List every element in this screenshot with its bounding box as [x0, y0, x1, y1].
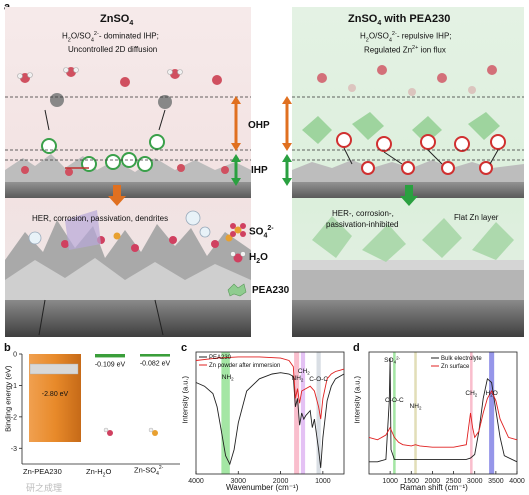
- d-x-tick-label: 1000: [382, 478, 398, 485]
- b-cat-label-3: Zn-SO42-: [134, 465, 164, 477]
- b-y-tick-label: 0: [13, 352, 17, 359]
- right-molecules: [302, 65, 506, 175]
- ftir-chart: 4000 3000 2000 1000 PEA230 Zn powder after im…: [188, 351, 345, 485]
- d-series-line: [368, 389, 518, 448]
- raman-chart: 1000 1500 2000 2500 3000 3500 4000 Bulk electro…: [368, 351, 525, 485]
- b-cat-label-1: Zn-PEA230: [23, 467, 62, 476]
- c-frame: [195, 351, 345, 475]
- panel-d-label: d: [353, 342, 360, 354]
- c-band: [221, 352, 230, 474]
- d-x-tick-label: 3500: [488, 478, 504, 485]
- c-band: [294, 352, 300, 474]
- b-y-tick-label: -1: [11, 383, 17, 390]
- d-peak-label: C-O-C: [385, 397, 404, 404]
- left-zn-slab-top: [5, 180, 251, 198]
- left-desc-line2: Uncontrolled 2D diffusion: [68, 45, 158, 54]
- d-band: [414, 352, 417, 474]
- c-legend-label: PEA230: [209, 355, 232, 361]
- panel-b-label: b: [4, 342, 11, 354]
- layer-guides: [5, 96, 524, 206]
- d-peak-label: SO42-: [384, 356, 400, 365]
- b-bar: [95, 354, 125, 358]
- ihp-label: IHP: [251, 165, 268, 176]
- c-x-tick-label: 2000: [273, 478, 289, 485]
- legend-pea-icon: [227, 283, 247, 297]
- d-band: [470, 352, 473, 474]
- d-x-tick-label: 1500: [403, 478, 419, 485]
- right-caption-left-2: passivation-inhibited: [326, 220, 399, 229]
- right-caption-left-1: HER-, corrosion-,: [332, 209, 394, 218]
- d-x-tick-label: 4000: [509, 478, 525, 485]
- c-series-line: [195, 372, 345, 468]
- d-x-tick-label: 3000: [467, 478, 483, 485]
- d-x-tick-label: 2500: [446, 478, 462, 485]
- d-peak-label-post: O: [493, 390, 498, 397]
- d-xlabel: Raman shift (cm⁻¹): [400, 483, 468, 492]
- b-value-label: -0.109 eV: [95, 361, 126, 368]
- binding-energy-chart: 0 -1 -2 -3 -2.80 eV -0.109 eV -0.082 eV: [11, 352, 180, 465]
- b-value-label: -2.80 eV: [42, 391, 69, 398]
- d-peak-label-sup: 2-: [396, 356, 401, 361]
- c-peak-label-sub: 2: [301, 378, 304, 383]
- c-x-tick-label: 3000: [230, 478, 246, 485]
- d-peak-label-sub: 2: [490, 393, 493, 398]
- d-band: [489, 352, 495, 474]
- c-series-line: [195, 356, 345, 420]
- right-caption-right: Flat Zn layer: [454, 213, 499, 222]
- b-molecule-icon: [103, 427, 109, 433]
- d-frame: [368, 351, 518, 475]
- c-legend-label: Zn powder after immersion: [209, 363, 280, 369]
- d-band: [393, 352, 396, 474]
- d-legend-label: Bulk electrolyte: [441, 356, 482, 362]
- d-peak-label: H2O: [485, 390, 497, 398]
- right-desc-line2: Regulated Zn2+ ion flux: [364, 45, 446, 55]
- left-desc-line1: H2O/SO42-- dominated IHP;: [62, 31, 159, 44]
- b-molecule-icon: [152, 430, 158, 436]
- right-title: ZnSO4 with PEA230: [348, 13, 451, 28]
- c-xlabel: Wavenumber (cm⁻¹): [226, 483, 299, 492]
- c-peak-label-sub: 2: [231, 377, 234, 382]
- legend-so4-icon: [230, 223, 246, 237]
- ohp-label: OHP: [248, 120, 270, 131]
- c-peak-label: NH2: [222, 374, 234, 382]
- b-molecule-icon: [148, 427, 154, 433]
- d-peak-label-sub: 2: [419, 406, 422, 411]
- left-molecules: [17, 67, 229, 176]
- legend-so4-label: SO42-: [249, 225, 274, 240]
- watermark: 研之成理: [26, 483, 63, 493]
- legend-h2o-icon: [230, 251, 246, 263]
- b-y-tick-label: -2: [11, 414, 17, 421]
- right-desc-line1: H2O/SO42-- repulsive IHP;: [360, 31, 452, 44]
- c-peak-label: NH2: [292, 375, 304, 383]
- left-zn-slab-bottom: [5, 300, 251, 337]
- d-legend-label: Zn surface: [441, 364, 470, 370]
- panel-c-label: c: [181, 342, 188, 354]
- right-flat-deposit: [292, 160, 524, 300]
- legend-h2o-label: H2O: [249, 252, 268, 266]
- left-title: ZnSO4: [100, 13, 134, 28]
- b-slab-icon: [29, 363, 79, 375]
- d-peak-label-sub: 2: [475, 393, 478, 398]
- b-molecule-icon: [107, 430, 113, 436]
- d-peak-label-sub: 4: [394, 360, 397, 365]
- b-value-label: -0.082 eV: [140, 361, 171, 368]
- d-series-line: [369, 358, 518, 463]
- b-bar: [140, 354, 170, 357]
- c-x-tick-label: 1000: [315, 478, 331, 485]
- legend-pea-label: PEA230: [252, 285, 290, 296]
- c-peak-label-sub: 2: [307, 371, 310, 376]
- d-x-tick-label: 2000: [425, 478, 441, 485]
- c-x-tick-label: 4000: [188, 478, 204, 485]
- c-band: [300, 352, 306, 474]
- right-zn-slab-bottom: [292, 300, 524, 337]
- d-peak-label: NH2: [410, 403, 422, 411]
- c-band: [316, 352, 321, 474]
- c-peak-label: CH2: [298, 368, 310, 376]
- b-y-tick-label: -3: [11, 446, 17, 453]
- c-peak-label: C-O-C: [309, 376, 328, 383]
- left-bottom-caption: HER, corrosion, passivation, dendrites: [32, 214, 169, 223]
- d-peak-label: CH2: [465, 390, 477, 398]
- b-cat-label-2: Zn-H2O: [86, 467, 112, 479]
